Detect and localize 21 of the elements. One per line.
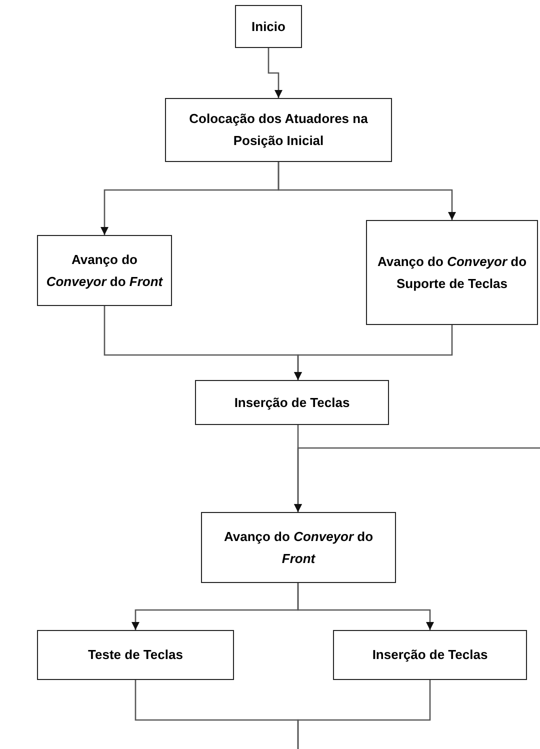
process-box: [235, 5, 302, 48]
box-label: Teste de Teclas: [88, 646, 183, 664]
box-label: Inicio: [252, 18, 286, 36]
arrow: [278, 162, 456, 220]
box-label: Colocação dos Atuadores na Posição Inicial: [188, 110, 369, 150]
box-label: Avanço do Conveyor do Suporte de Teclas: [376, 252, 528, 293]
arrow: [297, 583, 434, 630]
box-label: Avanço do Conveyor do Front: [222, 528, 374, 568]
process-box: [37, 630, 234, 680]
process-box: [333, 630, 527, 680]
box-label: Inserção de Teclas: [234, 394, 350, 412]
arrow: [268, 48, 282, 98]
process-box: [37, 235, 172, 306]
process-box: [165, 98, 392, 162]
box-label: Inserção de Teclas: [372, 646, 488, 664]
box-label: Avanço do Conveyor do Front: [46, 250, 163, 291]
arrow: [294, 325, 453, 380]
process-box: [201, 512, 396, 583]
process-box: [195, 380, 389, 425]
process-box: [366, 220, 538, 325]
arrow: [294, 447, 540, 512]
